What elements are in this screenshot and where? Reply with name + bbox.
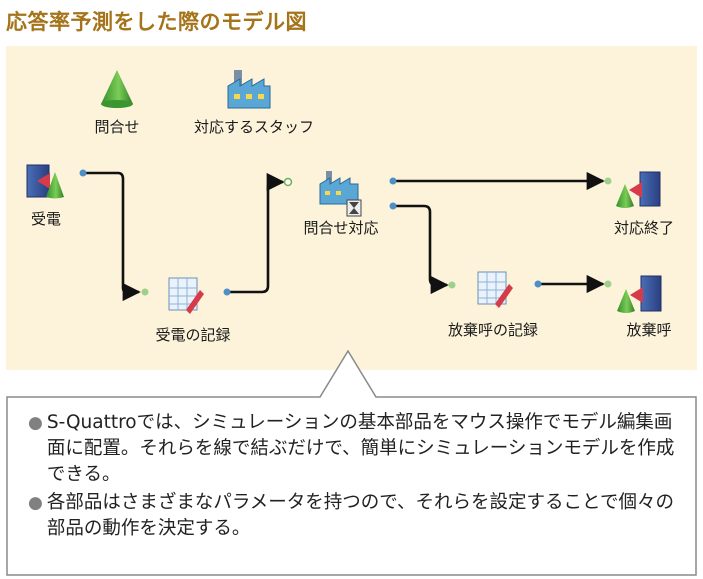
node-abandon-label: 放棄呼 <box>626 321 672 339</box>
page-title: 応答率予測をした際のモデル図 <box>6 10 307 34</box>
abandon-record-icon <box>477 271 513 308</box>
cone-icon <box>101 70 133 108</box>
callout-text: ● S-Quattroでは、シミュレーションの基本部品をマウス操作でモデル編集画… <box>28 410 678 542</box>
node-incoming-label: 受電 <box>30 210 62 228</box>
port-dot <box>141 288 149 296</box>
port-dot <box>604 177 612 185</box>
bullet-item: ● S-Quattroでは、シミュレーションの基本部品をマウス操作でモデル編集画… <box>28 410 678 488</box>
port-dot <box>79 169 87 177</box>
bullet-dot-icon: ● <box>28 413 43 433</box>
port-dot <box>448 281 456 289</box>
port-dot <box>604 280 612 288</box>
port-dot <box>389 202 397 210</box>
node-complete-label: 対応終了 <box>613 219 675 237</box>
bullet-text: S-Quattroでは、シミュレーションの基本部品をマウス操作でモデル編集画面に… <box>46 412 675 485</box>
bullet-text: 各部品はさまざまなパラメータを持つので、それらを設定することで個々の部品の動作を… <box>46 492 674 539</box>
port-dot <box>283 177 293 187</box>
connector-incoming-to-record <box>86 171 141 302</box>
diagram-canvas <box>26 70 662 314</box>
handling-factory-icon <box>319 171 362 217</box>
port-dot <box>534 280 542 288</box>
connector-record-to-handle <box>230 172 285 294</box>
model-diagram: 問合せ 対応するスタッフ 受電 受電の記録 問合せ対応 対応終了 放棄呼の記録 … <box>6 46 697 370</box>
complete-icon <box>616 171 661 208</box>
node-handle-label: 問合せ対応 <box>303 219 379 237</box>
incoming-call-icon <box>26 164 64 199</box>
port-dot <box>223 288 231 296</box>
port-dot <box>389 177 397 185</box>
node-abandon-record-label: 放棄呼の記録 <box>447 321 539 339</box>
callout-frame <box>6 350 697 576</box>
legend-inquiry-label: 問合せ <box>94 118 140 136</box>
callout-box: ● S-Quattroでは、シミュレーションの基本部品をマウス操作でモデル編集画… <box>6 350 703 579</box>
node-record-call-label: 受電の記録 <box>155 326 231 344</box>
record-call-icon <box>168 277 204 314</box>
bullet-item: ● 各部品はさまざまなパラメータを持つので、それらを設定することで個々の部品の動… <box>28 490 678 542</box>
bullet-dot-icon: ● <box>28 493 43 513</box>
legend-staff-label: 対応するスタッフ <box>193 118 315 136</box>
abandon-icon <box>617 275 662 313</box>
factory-icon <box>227 70 271 109</box>
connector-handle-to-abandon-record <box>396 204 449 295</box>
